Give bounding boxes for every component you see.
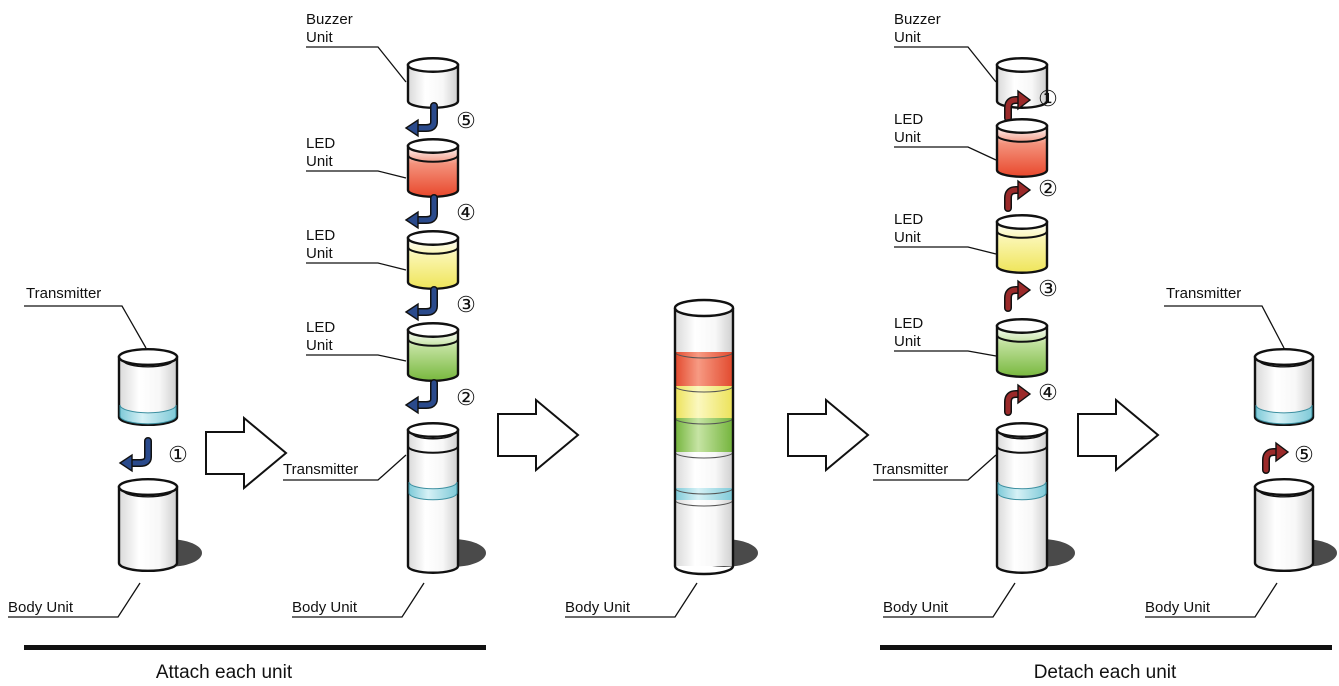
label-led-green-unit-4: Unit [894,333,922,350]
buzzer-unit [406,57,460,109]
caption-detach: Detach each unit [1034,662,1177,683]
leader-transmitter-5 [1164,305,1285,349]
tower-yellow-section [675,386,733,418]
led-unit-green [406,322,460,382]
led-unit-green-4 [995,318,1049,378]
led-unit-red [406,138,460,198]
step-4-badge: ④ [456,200,476,225]
detach-arrow-step-1 [1004,89,1032,122]
transmitter-unit-5 [1253,347,1315,427]
label-led-yellow-4: LED [894,211,923,228]
leader-led-red-4 [894,146,997,161]
label-led-red-unit-4: Unit [894,129,922,146]
body-unit [117,477,179,573]
leader-body-unit-2 [292,582,425,618]
leader-led-green-4 [894,350,997,357]
led-unit-yellow [406,230,460,290]
attach-arrow-step-3 [404,286,438,322]
label-led-red: LED [306,135,335,152]
assembled-tower [673,298,735,576]
tower-body-section [675,500,733,566]
step-3-badge: ③ [456,292,476,317]
step-2-badge: ② [456,385,476,410]
detach-step-2-badge: ② [1038,176,1058,201]
detach-arrow-step-3 [1004,279,1032,312]
detach-section-rule [880,645,1332,650]
label-body-unit-4: Body Unit [883,599,949,616]
transmitter-unit [117,347,179,427]
leader-led-yellow-4 [894,246,997,255]
label-buzzer: Buzzer [306,11,353,28]
assembled-body-stage-4 [995,422,1049,574]
step-1-badge: ① [168,442,188,467]
label-led-green-4: LED [894,315,923,332]
label-body-unit-2: Body Unit [292,599,358,616]
label-buzzer-unit: Unit [306,29,334,46]
leader-body-unit [8,582,141,618]
detach-step-3-badge: ③ [1038,276,1058,301]
leader-led-green [306,354,407,362]
attach-section-rule [24,645,486,650]
tower-green-section [675,418,733,452]
label-led-green-unit: Unit [306,337,334,354]
label-buzzer-unit-4: Unit [894,29,922,46]
label-led-yellow-unit: Unit [306,245,334,262]
attach-arrow-step-4 [404,194,438,230]
detach-step-5-badge: ⑤ [1294,442,1314,467]
buzzer-unit-4 [995,57,1049,109]
stage-arrow-1 [205,415,288,491]
label-body-unit: Body Unit [8,599,74,616]
leader-led-red [306,170,407,179]
caption-attach: Attach each unit [156,662,293,683]
attach-arrow-step-1 [118,437,152,473]
detach-arrow-step-4 [1004,383,1032,416]
leader-transmitter-4 [873,454,997,481]
stage-arrow-3 [787,397,870,473]
label-transmitter: Transmitter [26,285,101,302]
label-led-yellow-unit-4: Unit [894,229,922,246]
led-unit-red-4 [995,118,1049,178]
label-transmitter-2: Transmitter [283,461,358,478]
label-led-red-4: LED [894,111,923,128]
detach-arrow-step-2 [1004,179,1032,212]
label-transmitter-5: Transmitter [1166,285,1241,302]
detach-step-4-badge: ④ [1038,380,1058,405]
label-led-yellow: LED [306,227,335,244]
label-led-green: LED [306,319,335,336]
tower-transmitter-section [675,452,733,488]
tower-red-section [675,352,733,386]
leader-transmitter-2 [283,454,407,481]
assembled-body-stage-2 [406,422,460,574]
detach-arrow-step-5 [1262,441,1290,474]
label-led-red-unit: Unit [306,153,334,170]
leader-buzzer [306,46,407,83]
label-body-unit-5: Body Unit [1145,599,1211,616]
stage-arrow-2 [497,397,580,473]
leader-transmitter [24,305,147,349]
stage-arrow-4 [1077,397,1160,473]
leader-led-yellow [306,262,407,271]
label-body-unit-3: Body Unit [565,599,631,616]
leader-buzzer-4 [894,46,997,83]
label-buzzer-4: Buzzer [894,11,941,28]
step-5-badge: ⑤ [456,108,476,133]
leader-body-unit-5 [1145,582,1278,618]
label-transmitter-4: Transmitter [873,461,948,478]
body-unit-5 [1253,477,1315,573]
attach-arrow-step-2 [404,379,438,415]
detach-step-1-badge: ① [1038,86,1058,111]
led-unit-yellow-4 [995,214,1049,274]
leader-body-unit-3 [565,582,698,618]
attach-arrow-step-5 [404,102,438,138]
leader-body-unit-4 [883,582,1016,618]
